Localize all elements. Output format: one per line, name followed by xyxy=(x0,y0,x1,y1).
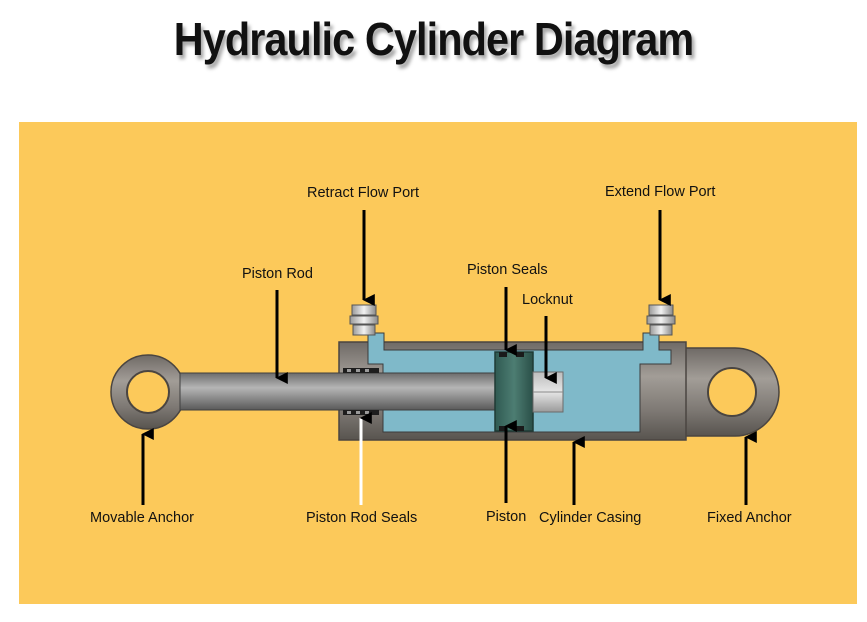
label-piston-rod-seals: Piston Rod Seals xyxy=(306,510,418,526)
leader-arrows xyxy=(141,210,757,505)
retract-port-fitting xyxy=(349,304,379,336)
label-piston: Piston xyxy=(486,509,527,525)
label-extend-flow-port: Extend Flow Port xyxy=(605,184,716,200)
locknut xyxy=(532,371,564,413)
label-locknut: Locknut xyxy=(522,292,573,308)
piston-head xyxy=(494,351,534,432)
label-movable-anchor: Movable Anchor xyxy=(90,510,194,526)
movable-anchor-eye xyxy=(110,354,186,430)
label-retract-flow-port: Retract Flow Port xyxy=(307,185,419,201)
label-fixed-anchor: Fixed Anchor xyxy=(707,510,792,526)
fixed-anchor-plate xyxy=(659,347,780,437)
label-piston-rod: Piston Rod xyxy=(242,266,313,282)
label-piston-seals: Piston Seals xyxy=(467,262,548,278)
label-cylinder-casing: Cylinder Casing xyxy=(539,510,642,526)
piston-rod xyxy=(179,372,501,411)
page-title: Hydraulic Cylinder Diagram xyxy=(173,13,694,65)
extend-port-fitting xyxy=(646,304,676,336)
